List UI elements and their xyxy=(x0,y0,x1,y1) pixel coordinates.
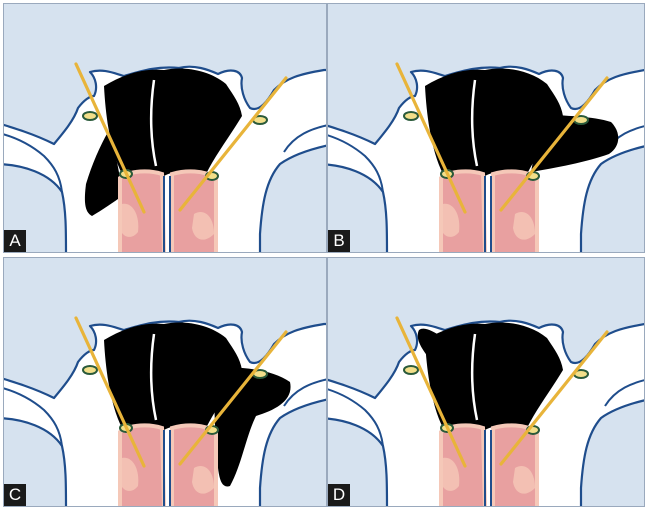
panel-c: C xyxy=(3,257,327,507)
diagram-group xyxy=(4,4,327,253)
diagram-b xyxy=(328,4,645,253)
right-tissue xyxy=(172,425,216,507)
diagram-a xyxy=(4,4,327,253)
vessel-ring-1 xyxy=(83,366,97,374)
right-tissue xyxy=(493,171,537,253)
panel-label-c: C xyxy=(4,484,26,506)
vessel-ring-1 xyxy=(404,366,418,374)
right-tissue xyxy=(493,425,537,507)
diagram-d xyxy=(328,258,645,507)
diagram-group xyxy=(328,258,645,507)
panel-a: A xyxy=(3,3,327,253)
panel-d: D xyxy=(327,257,645,507)
panel-label-b: B xyxy=(328,230,350,252)
diagram-group xyxy=(4,258,327,507)
vessel-ring-1 xyxy=(83,112,97,120)
vessel-ring-1 xyxy=(404,112,418,120)
panel-label-d: D xyxy=(328,484,350,506)
right-tissue xyxy=(172,171,216,253)
panel-b: B xyxy=(327,3,645,253)
panel-label-a: A xyxy=(4,230,26,252)
diagram-group xyxy=(328,4,645,253)
diagram-c xyxy=(4,258,327,507)
